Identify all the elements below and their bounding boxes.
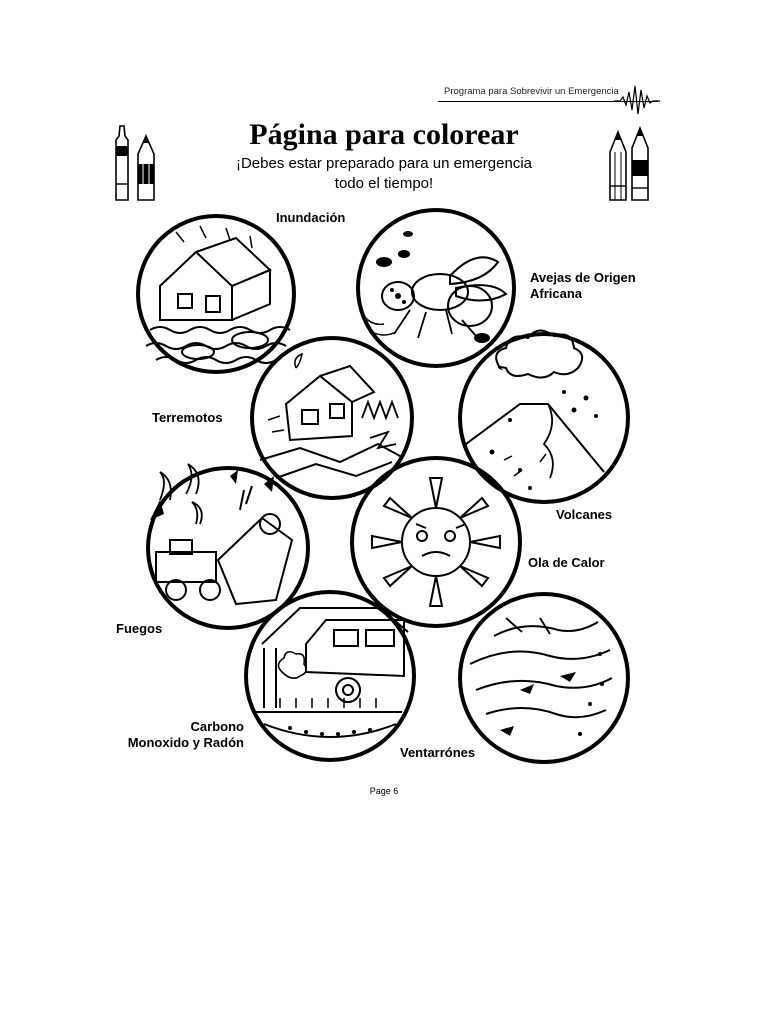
carbon-monoxide-illustration (244, 590, 416, 762)
label-fires: Fuegos (116, 621, 163, 636)
page-subtitle: ¡Debes estar preparado para un emergenci… (0, 154, 768, 194)
label-bees-line-1: Avejas de Origen (530, 270, 636, 285)
page-number: Page 6 (369, 786, 399, 796)
pencils-right-icon (609, 125, 649, 201)
label-windstorms: Ventarrónes (400, 745, 476, 760)
bees-illustration (356, 208, 516, 368)
flood-illustration (136, 214, 296, 374)
label-co-line-2: Monoxido y Radón (127, 735, 244, 750)
seismograph-icon (614, 85, 660, 115)
label-volcanoes: Volcanes (556, 507, 613, 522)
label-bees-line-2: Africana (530, 286, 583, 301)
label-flood: Inundación (276, 210, 346, 225)
label-co-line-1: Carbono (190, 719, 244, 734)
label-earthquakes: Terremotos (152, 410, 223, 425)
page-title: Página para colorear (249, 118, 519, 151)
label-heat-wave: Ola de Calor (528, 555, 605, 570)
header-rule (438, 101, 658, 102)
earthquake-illustration (250, 336, 414, 500)
program-title: Programa para Sobrevivir un Emergencia (444, 86, 619, 97)
pencils-left-icon (115, 125, 155, 201)
volcano-illustration (458, 329, 630, 504)
heat-wave-illustration (350, 456, 522, 628)
label-bees: Avejas de Origen Africana (530, 270, 636, 302)
windstorm-illustration (458, 592, 630, 764)
label-carbon-monoxide: Carbono Monoxido y Radón (110, 719, 244, 751)
subtitle-line-2: todo el tiempo! (334, 175, 434, 192)
fire-illustration (146, 463, 310, 630)
subtitle-line-1: ¡Debes estar preparado para un emergenci… (235, 155, 532, 172)
